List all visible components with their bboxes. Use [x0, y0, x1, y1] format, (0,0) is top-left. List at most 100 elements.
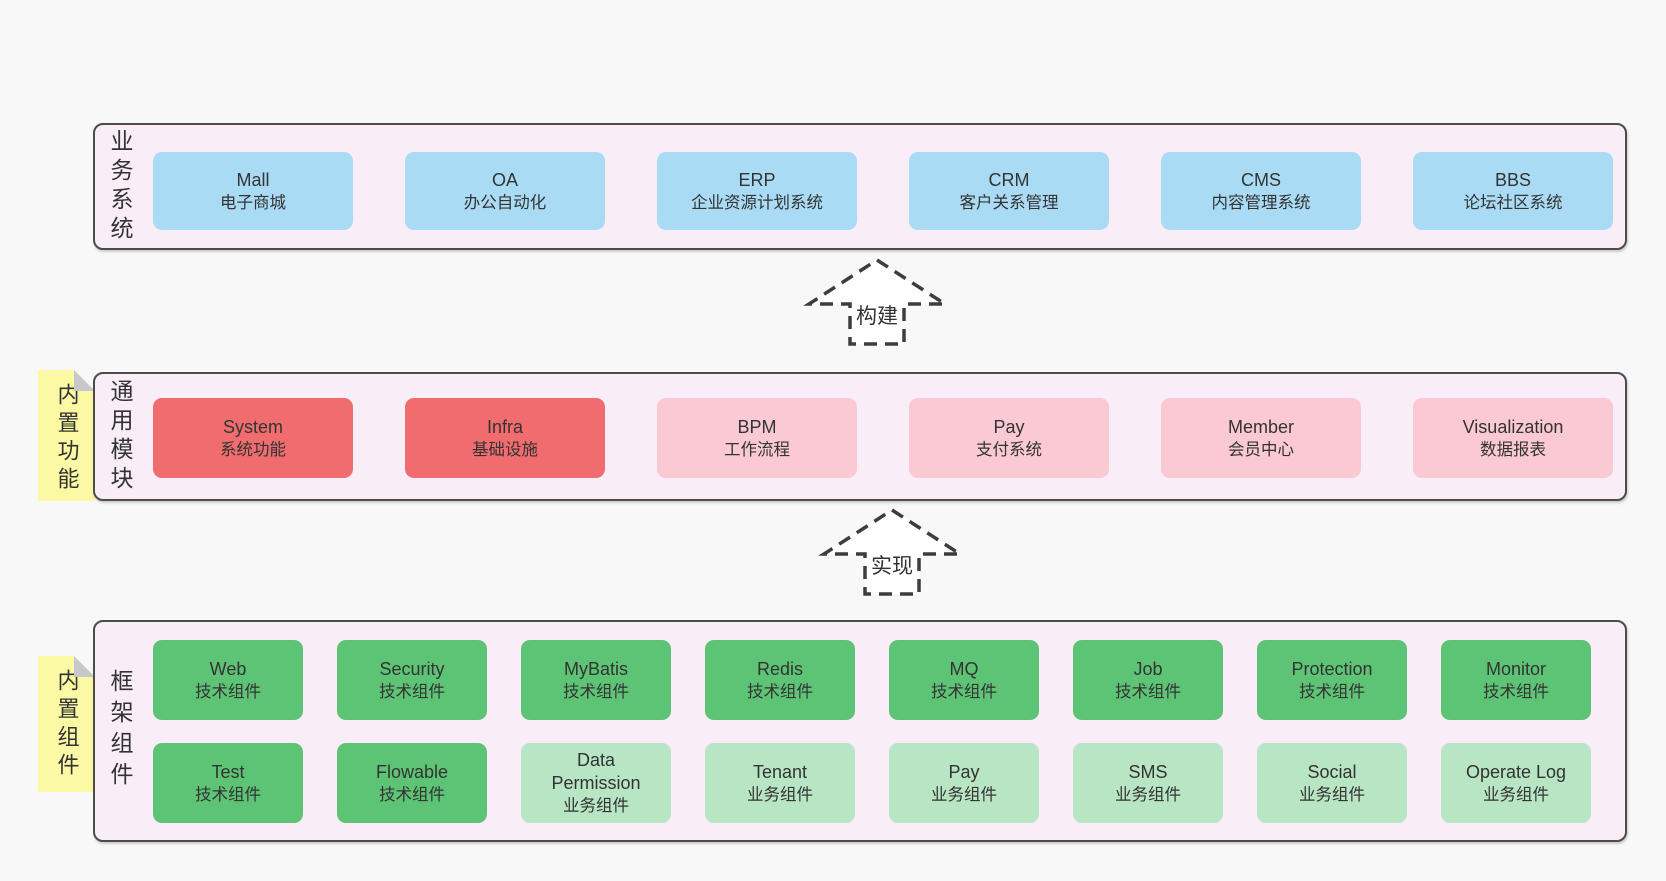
- sticky-note-label: 内置组件: [54, 669, 80, 781]
- box-desc: 业务组件: [1299, 785, 1365, 804]
- box-name: Infra: [486, 416, 524, 437]
- box-desc: 论坛社区系统: [1463, 193, 1563, 212]
- box-desc: 技术组件: [195, 682, 261, 701]
- box-desc: 技术组件: [747, 682, 813, 701]
- sticky-note-built-in-features: 内置功能: [38, 370, 95, 501]
- box-operate-log: Operate Log 业务组件: [1441, 743, 1591, 823]
- box-name: CMS: [1241, 169, 1281, 190]
- box-name: Operate Log: [1465, 761, 1567, 782]
- box-monitor: Monitor 技术组件: [1441, 640, 1591, 720]
- box-social: Social 业务组件: [1257, 743, 1407, 823]
- common-modules-row: System 系统功能 Infra 基础设施 BPM 工作流程 Pay 支付系统…: [153, 398, 1613, 478]
- sticky-note-label: 内置功能: [54, 383, 80, 495]
- box-name: Data Permission: [551, 750, 641, 793]
- box-security: Security 技术组件: [337, 640, 487, 720]
- box-name: Tenant: [752, 761, 808, 782]
- box-system: System 系统功能: [153, 398, 353, 478]
- box-desc: 支付系统: [976, 440, 1042, 459]
- band-common-modules-label: 通用模块: [107, 378, 133, 495]
- box-data-permission: Data Permission 业务组件: [521, 743, 671, 823]
- box-name: Monitor: [1485, 658, 1547, 679]
- sticky-note-built-in-components: 内置组件: [38, 656, 95, 792]
- box-mq: MQ 技术组件: [889, 640, 1039, 720]
- box-name: Redis: [756, 658, 804, 679]
- box-sms: SMS 业务组件: [1073, 743, 1223, 823]
- box-desc: 基础设施: [472, 440, 538, 459]
- box-desc: 客户关系管理: [959, 193, 1059, 212]
- box-desc: 数据报表: [1480, 440, 1546, 459]
- box-web: Web 技术组件: [153, 640, 303, 720]
- box-desc: 电子商城: [220, 193, 286, 212]
- box-name: Test: [211, 761, 245, 782]
- arrow-build-label: 构建: [856, 305, 898, 328]
- box-name: Pay: [948, 761, 980, 782]
- box-desc: 技术组件: [379, 785, 445, 804]
- arrow-implement-label: 实现: [871, 555, 913, 578]
- box-desc: 技术组件: [195, 785, 261, 804]
- box-name: ERP: [738, 169, 776, 190]
- box-mybatis: MyBatis 技术组件: [521, 640, 671, 720]
- box-tenant: Tenant 业务组件: [705, 743, 855, 823]
- box-desc: 技术组件: [1483, 682, 1549, 701]
- box-pay: Pay 支付系统: [909, 398, 1109, 478]
- box-desc: 业务组件: [563, 797, 629, 815]
- arrow-up-implement-icon: 实现: [818, 507, 966, 596]
- box-desc: 技术组件: [563, 682, 629, 701]
- box-crm: CRM 客户关系管理: [909, 152, 1109, 230]
- band-framework-components-label: 框架组件: [107, 669, 133, 793]
- band-business-systems-label: 业务系统: [107, 128, 133, 245]
- box-name: Visualization: [1462, 416, 1564, 437]
- box-desc: 技术组件: [379, 682, 445, 701]
- business-systems-row: Mall 电子商城 OA 办公自动化 ERP 企业资源计划系统 CRM 客户关系…: [153, 152, 1613, 230]
- box-redis: Redis 技术组件: [705, 640, 855, 720]
- box-name: MQ: [949, 658, 979, 679]
- arrow-up-shape: [818, 507, 966, 596]
- box-name: Web: [209, 658, 247, 679]
- box-name: Pay: [993, 416, 1025, 437]
- band-framework-components: 框架组件 Web 技术组件 Security 技术组件 MyBatis 技术组件…: [93, 620, 1627, 842]
- box-desc: 办公自动化: [463, 193, 547, 212]
- box-desc: 会员中心: [1228, 440, 1294, 459]
- box-name: SMS: [1128, 761, 1168, 782]
- box-name: CRM: [988, 169, 1030, 190]
- band-business-systems: 业务系统 Mall 电子商城 OA 办公自动化 ERP 企业资源计划系统 CRM…: [93, 123, 1627, 250]
- box-name: Flowable: [375, 761, 449, 782]
- box-desc: 技术组件: [1299, 682, 1365, 701]
- box-desc: 业务组件: [747, 785, 813, 804]
- box-name: Protection: [1291, 658, 1373, 679]
- box-name: Security: [379, 658, 445, 679]
- box-name: MyBatis: [563, 658, 628, 679]
- box-name: Mall: [236, 169, 270, 190]
- box-bbs: BBS 论坛社区系统: [1413, 152, 1613, 230]
- box-desc: 系统功能: [220, 440, 286, 459]
- arrow-up-build-icon: 构建: [803, 257, 951, 346]
- box-mall: Mall 电子商城: [153, 152, 353, 230]
- box-member: Member 会员中心: [1161, 398, 1361, 478]
- band-common-modules: 通用模块 System 系统功能 Infra 基础设施 BPM 工作流程 Pay…: [93, 372, 1627, 501]
- box-name: Social: [1307, 761, 1357, 782]
- box-desc: 工作流程: [724, 440, 790, 459]
- arrow-up-shape: [803, 257, 951, 346]
- box-protection: Protection 技术组件: [1257, 640, 1407, 720]
- box-desc: 业务组件: [1483, 785, 1549, 804]
- box-flowable: Flowable 技术组件: [337, 743, 487, 823]
- box-name: Job: [1133, 658, 1163, 679]
- box-test: Test 技术组件: [153, 743, 303, 823]
- box-visualization: Visualization 数据报表: [1413, 398, 1613, 478]
- box-erp: ERP 企业资源计划系统: [657, 152, 857, 230]
- framework-components-row-2: Test 技术组件 Flowable 技术组件 Data Permission …: [153, 743, 1591, 823]
- framework-components-row-1: Web 技术组件 Security 技术组件 MyBatis 技术组件 Redi…: [153, 640, 1591, 720]
- box-pay-business: Pay 业务组件: [889, 743, 1039, 823]
- box-desc: 技术组件: [931, 682, 997, 701]
- box-desc: 内容管理系统: [1211, 193, 1311, 212]
- box-name: System: [222, 416, 283, 437]
- box-name: BPM: [737, 416, 777, 437]
- box-desc: 业务组件: [931, 785, 997, 804]
- box-job: Job 技术组件: [1073, 640, 1223, 720]
- box-name: Member: [1227, 416, 1294, 437]
- box-name: OA: [491, 169, 518, 190]
- box-desc: 技术组件: [1115, 682, 1181, 701]
- box-infra: Infra 基础设施: [405, 398, 605, 478]
- box-oa: OA 办公自动化: [405, 152, 605, 230]
